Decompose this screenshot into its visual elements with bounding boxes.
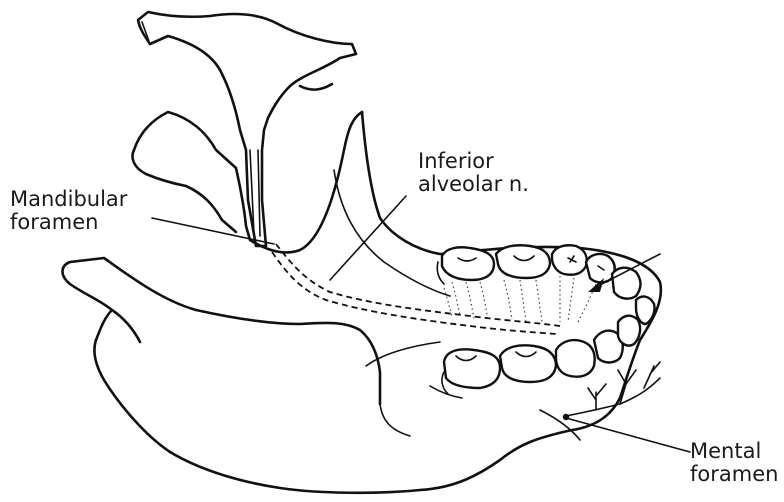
mandible-outline <box>63 112 661 493</box>
label-inferior-alveolar-line2: alveolar n. <box>418 173 529 196</box>
leader-mandibular-foramen <box>152 218 274 244</box>
label-mandibular-foramen: Mandibular foramen <box>10 188 127 234</box>
label-mandibular-foramen-line2: foramen <box>10 211 127 234</box>
leader-inferior-alveolar <box>330 196 406 280</box>
nerve-trunk <box>138 12 356 246</box>
leader-mental-foramen <box>566 418 690 452</box>
label-mandibular-foramen-line1: Mandibular <box>10 188 127 211</box>
label-mental-foramen: Mental foramen <box>690 440 778 486</box>
label-mental-foramen-line2: foramen <box>690 463 778 486</box>
label-inferior-alveolar-line1: Inferior <box>418 150 529 173</box>
label-inferior-alveolar: Inferior alveolar n. <box>418 150 529 196</box>
label-mental-foramen-line1: Mental <box>690 440 778 463</box>
